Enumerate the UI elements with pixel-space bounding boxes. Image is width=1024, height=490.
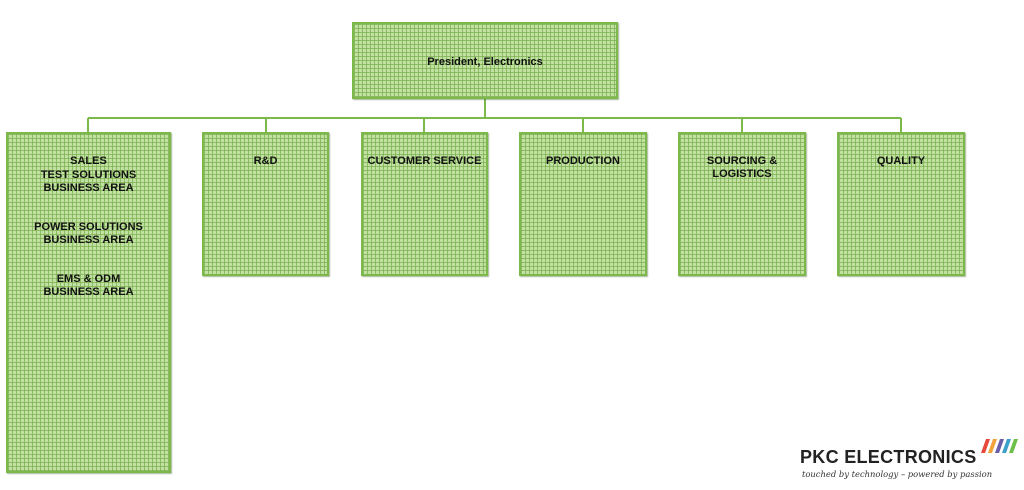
pkc-electronics-logo: PKC ELECTRONICS touched by technology – … bbox=[798, 438, 1020, 484]
power-solutions-business-area: POWER SOLUTIONS BUSINESS AREA bbox=[34, 221, 143, 246]
logo-name: PKC ELECTRONICS bbox=[800, 447, 977, 467]
logo-tagline: touched by technology – powered by passi… bbox=[802, 469, 993, 479]
sourcing-logistics-box: SOURCING & LOGISTICS bbox=[678, 132, 806, 276]
logo-stripe bbox=[1009, 439, 1018, 453]
logo-stripe bbox=[981, 439, 990, 453]
rnd-box: R&D bbox=[202, 132, 329, 276]
sourcing-logistics-label: SOURCING & LOGISTICS bbox=[706, 155, 778, 180]
logo-stripe bbox=[995, 439, 1004, 453]
production-box: PRODUCTION bbox=[519, 132, 647, 276]
ems-odm-business-area: EMS & ODM BUSINESS AREA bbox=[43, 273, 134, 298]
logo-stripe bbox=[1002, 439, 1011, 453]
sales-box: SALES TEST SOLUTIONS BUSINESS AREA POWER… bbox=[6, 132, 171, 473]
president-box: President, Electronics bbox=[352, 22, 618, 99]
production-label: PRODUCTION bbox=[546, 155, 620, 167]
president-label: President, Electronics bbox=[427, 56, 543, 68]
logo-stripes-icon bbox=[981, 439, 1018, 453]
quality-box: QUALITY bbox=[837, 132, 965, 276]
quality-label: QUALITY bbox=[876, 155, 926, 167]
test-solutions-business-area: TEST SOLUTIONS BUSINESS AREA bbox=[40, 169, 137, 194]
customer-service-box: CUSTOMER SERVICE bbox=[361, 132, 488, 276]
rnd-label: R&D bbox=[253, 155, 278, 167]
logo-stripe bbox=[988, 439, 997, 453]
sales-label: SALES bbox=[70, 155, 107, 167]
customer-service-label: CUSTOMER SERVICE bbox=[367, 155, 482, 167]
